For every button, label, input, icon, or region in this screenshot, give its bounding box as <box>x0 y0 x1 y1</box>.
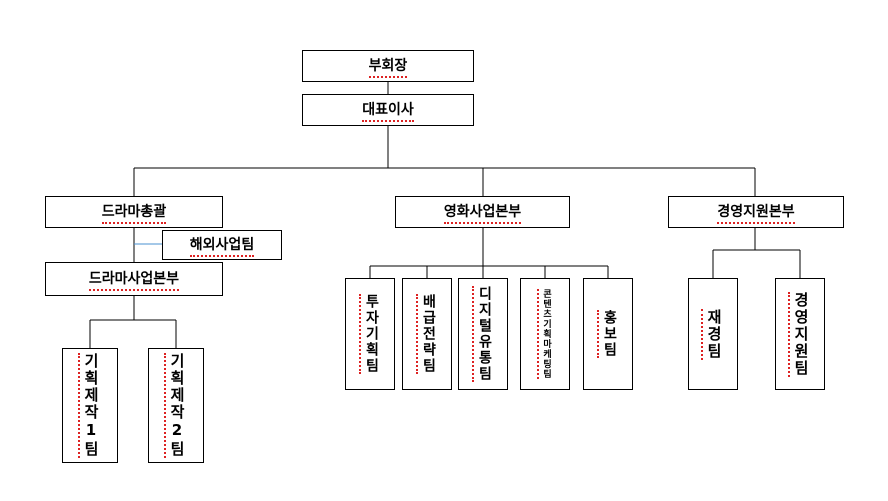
planning-team-1-label: 기획제작1팀 <box>78 353 102 458</box>
digital-team-label: 디지털유통팀 <box>471 286 495 382</box>
content-marketing-team-box: 콘텐츠기획마케팅팀 <box>520 278 570 390</box>
distribution-team-box: 배급전략팀 <box>402 278 452 390</box>
content-marketing-team-label: 콘텐츠기획마케팅팀 <box>537 289 553 379</box>
pr-team-box: 홍보팀 <box>583 278 633 390</box>
distribution-team-label: 배급전략팀 <box>415 294 439 374</box>
planning-team-2-label: 기획제작2팀 <box>164 353 188 458</box>
ceo-box: 대표이사 <box>302 94 474 126</box>
finance-team-box: 재경팀 <box>688 278 738 390</box>
planning-team-2-box: 기획제작2팀 <box>148 348 204 463</box>
ceo-label: 대표이사 <box>362 99 414 122</box>
investment-team-label: 투자기획팀 <box>358 294 382 374</box>
management-division-label: 경영지원본부 <box>717 201 795 224</box>
film-division-box: 영화사업본부 <box>395 196 570 228</box>
overseas-team-label: 해외사업팀 <box>189 234 255 257</box>
film-division-label: 영화사업본부 <box>443 201 522 224</box>
drama-division-label: 드라마사업본부 <box>88 268 180 291</box>
management-division-box: 경영지원본부 <box>668 196 844 228</box>
drama-head-box: 드라마총괄 <box>45 196 223 228</box>
pr-team-label: 홍보팀 <box>596 310 620 358</box>
vice-chairman-box: 부회장 <box>302 50 474 82</box>
management-support-team-label: 경영지원팀 <box>788 291 812 377</box>
drama-head-label: 드라마총괄 <box>101 201 167 224</box>
vice-chairman-label: 부회장 <box>368 55 408 78</box>
investment-team-box: 투자기획팀 <box>345 278 395 390</box>
digital-team-box: 디지털유통팀 <box>458 278 508 390</box>
finance-team-label: 재경팀 <box>701 308 725 360</box>
planning-team-1-box: 기획제작1팀 <box>62 348 118 463</box>
drama-division-box: 드라마사업본부 <box>45 262 223 296</box>
management-support-team-box: 경영지원팀 <box>775 278 825 390</box>
overseas-team-box: 해외사업팀 <box>162 230 282 260</box>
